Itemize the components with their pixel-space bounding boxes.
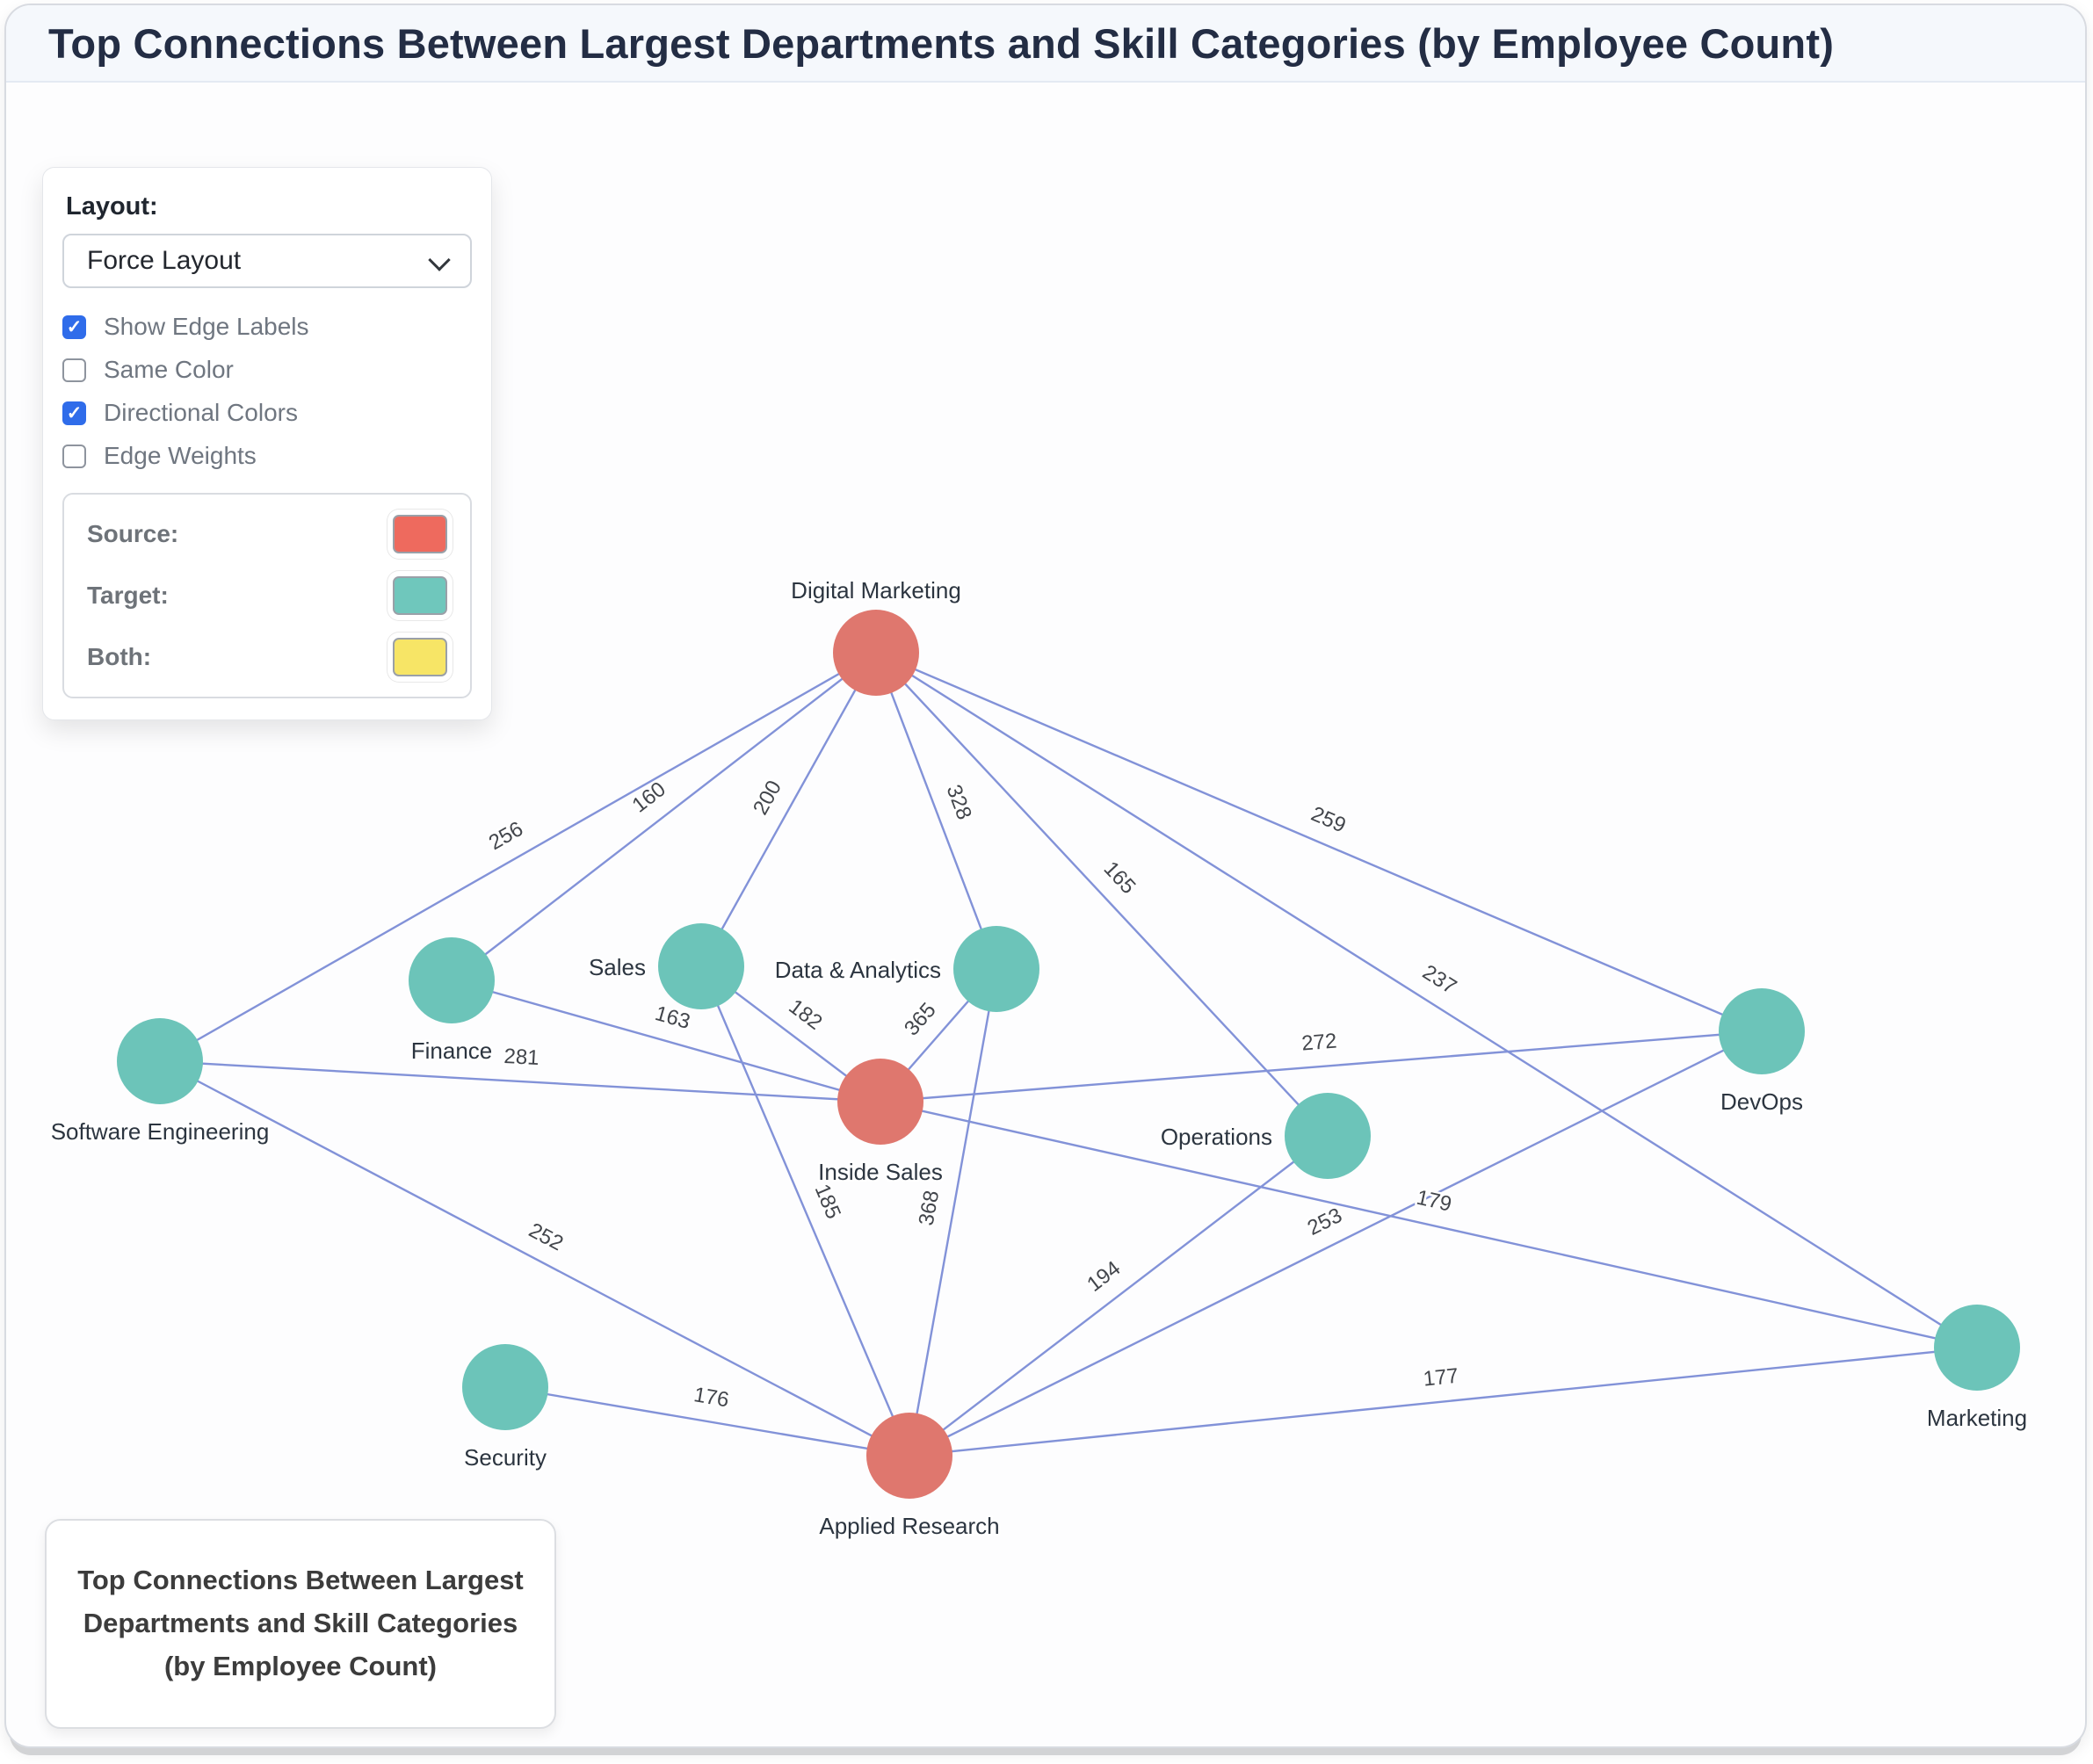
edge-weight-label: 368 [915, 1189, 945, 1227]
edge-weight-label: 165 [1099, 857, 1141, 899]
node-label-inside-sales: Inside Sales [818, 1159, 943, 1185]
layout-select[interactable]: Force Layout [62, 234, 472, 288]
checkbox-icon[interactable] [62, 358, 86, 382]
edge-weight-label: 179 [1415, 1186, 1454, 1217]
edge-weight-label: 177 [1422, 1364, 1459, 1392]
edge-weight-label: 256 [485, 817, 527, 855]
header-bar: Top Connections Between Largest Departme… [6, 5, 2085, 83]
both-color-swatch [393, 638, 447, 676]
checkbox-icon[interactable] [62, 444, 86, 468]
checkbox-group: ✓ Show Edge Labels Same Color ✓ Directio… [62, 313, 472, 470]
node-label-operations: Operations [1161, 1124, 1272, 1150]
graph-edge-applied-research-software-engineering [159, 1059, 910, 1457]
graph-node-digital-marketing[interactable] [833, 610, 919, 696]
source-color-swatch [393, 515, 447, 553]
checkbox-label: Edge Weights [104, 442, 257, 469]
node-label-data-analytics: Data & Analytics [775, 957, 941, 983]
checkbox-label: Same Color [104, 356, 234, 383]
graph-edge-applied-research-devops [909, 1030, 1763, 1457]
graph-edge-digital-marketing-software-engineering [159, 651, 877, 1063]
node-label-applied-research: Applied Research [819, 1513, 999, 1539]
graph-edge-applied-research-sales [699, 965, 911, 1457]
legend-label: Both: [87, 643, 152, 670]
graph-edge-digital-marketing-sales [699, 652, 878, 967]
checkbox-label: Show Edge Labels [104, 313, 309, 340]
edge-weight-label: 185 [810, 1181, 846, 1222]
checkbox-same-color[interactable]: Same Color [62, 356, 472, 384]
target-color-swatch [393, 576, 447, 615]
graph-edge-digital-marketing-marketing [875, 651, 1978, 1349]
edge-weight-label: 365 [900, 998, 941, 1040]
caption-card: Top Connections Between Largest Departme… [45, 1519, 556, 1729]
graph-node-operations[interactable] [1285, 1093, 1371, 1179]
edge-weight-label: 237 [1418, 960, 1460, 999]
node-label-security: Security [464, 1444, 547, 1471]
legend-row-target: Target: [85, 565, 449, 626]
graph-edge-inside-sales-finance [451, 979, 881, 1103]
node-label-software-engineering: Software Engineering [51, 1118, 270, 1145]
checkbox-label: Directional Colors [104, 399, 298, 426]
node-label-digital-marketing: Digital Marketing [791, 577, 961, 604]
graph-node-devops[interactable] [1719, 988, 1805, 1074]
graph-node-security[interactable] [462, 1344, 548, 1430]
edge-weight-label: 160 [628, 777, 670, 818]
node-label-sales: Sales [589, 954, 646, 980]
node-label-marketing: Marketing [1927, 1405, 2027, 1431]
edge-weight-label: 272 [1300, 1030, 1337, 1056]
checkbox-icon[interactable]: ✓ [62, 401, 86, 425]
edge-weight-label: 281 [503, 1045, 540, 1070]
edge-weight-label: 182 [784, 994, 826, 1035]
graph-edge-applied-research-data-analytics [908, 968, 998, 1457]
edge-weight-label: 253 [1304, 1204, 1346, 1240]
edge-weight-label: 194 [1083, 1256, 1125, 1297]
node-color-legend: Source: Target: Both: [62, 493, 472, 698]
legend-row-both: Both: [85, 626, 449, 688]
checkbox-directional-colors[interactable]: ✓ Directional Colors [62, 399, 472, 427]
graph-edge-inside-sales-marketing [880, 1100, 1978, 1349]
edge-weight-label: 252 [525, 1218, 567, 1256]
graph-node-finance[interactable] [409, 937, 495, 1023]
edge-weight-label: 259 [1307, 802, 1349, 838]
graph-node-marketing[interactable] [1934, 1305, 2020, 1391]
edge-weight-label: 200 [749, 777, 786, 819]
caption-text: Top Connections Between Largest Departme… [77, 1565, 524, 1681]
graph-edge-digital-marketing-operations [875, 652, 1329, 1137]
layout-select-value: Force Layout [87, 246, 242, 275]
graph-edge-applied-research-operations [909, 1135, 1329, 1457]
graph-node-applied-research[interactable] [866, 1413, 952, 1499]
layout-label: Layout: [66, 192, 158, 220]
page-title: Top Connections Between Largest Departme… [48, 19, 1835, 67]
chevron-down-icon [428, 249, 451, 271]
graph-edge-digital-marketing-finance [451, 652, 877, 981]
graph-edge-digital-marketing-devops [875, 651, 1763, 1033]
checkbox-show-edge-labels[interactable]: ✓ Show Edge Labels [62, 313, 472, 341]
graph-edge-applied-research-marketing [909, 1346, 1978, 1457]
graph-node-inside-sales[interactable] [837, 1059, 923, 1145]
edge-weight-label: 328 [941, 782, 975, 823]
graph-node-data-analytics[interactable] [953, 926, 1039, 1012]
checkbox-icon[interactable]: ✓ [62, 314, 86, 339]
edge-weight-label: 176 [692, 1383, 731, 1412]
node-label-finance: Finance [411, 1037, 493, 1064]
graph-edge-inside-sales-software-engineering [159, 1059, 881, 1103]
legend-label: Source: [87, 520, 179, 547]
graph-node-software-engineering[interactable] [117, 1018, 203, 1104]
graph-edge-applied-research-security [504, 1385, 910, 1457]
node-label-devops: DevOps [1720, 1088, 1803, 1115]
graph-controls-panel: Layout: Force Layout ✓ Show Edge Labels … [42, 167, 492, 720]
graph-edge-inside-sales-devops [880, 1030, 1763, 1103]
checkbox-edge-weights[interactable]: Edge Weights [62, 442, 472, 470]
graph-node-sales[interactable] [658, 923, 744, 1009]
legend-label: Target: [87, 582, 169, 609]
legend-row-source: Source: [85, 503, 449, 565]
graph-edge-digital-marketing-data-analytics [874, 652, 998, 970]
